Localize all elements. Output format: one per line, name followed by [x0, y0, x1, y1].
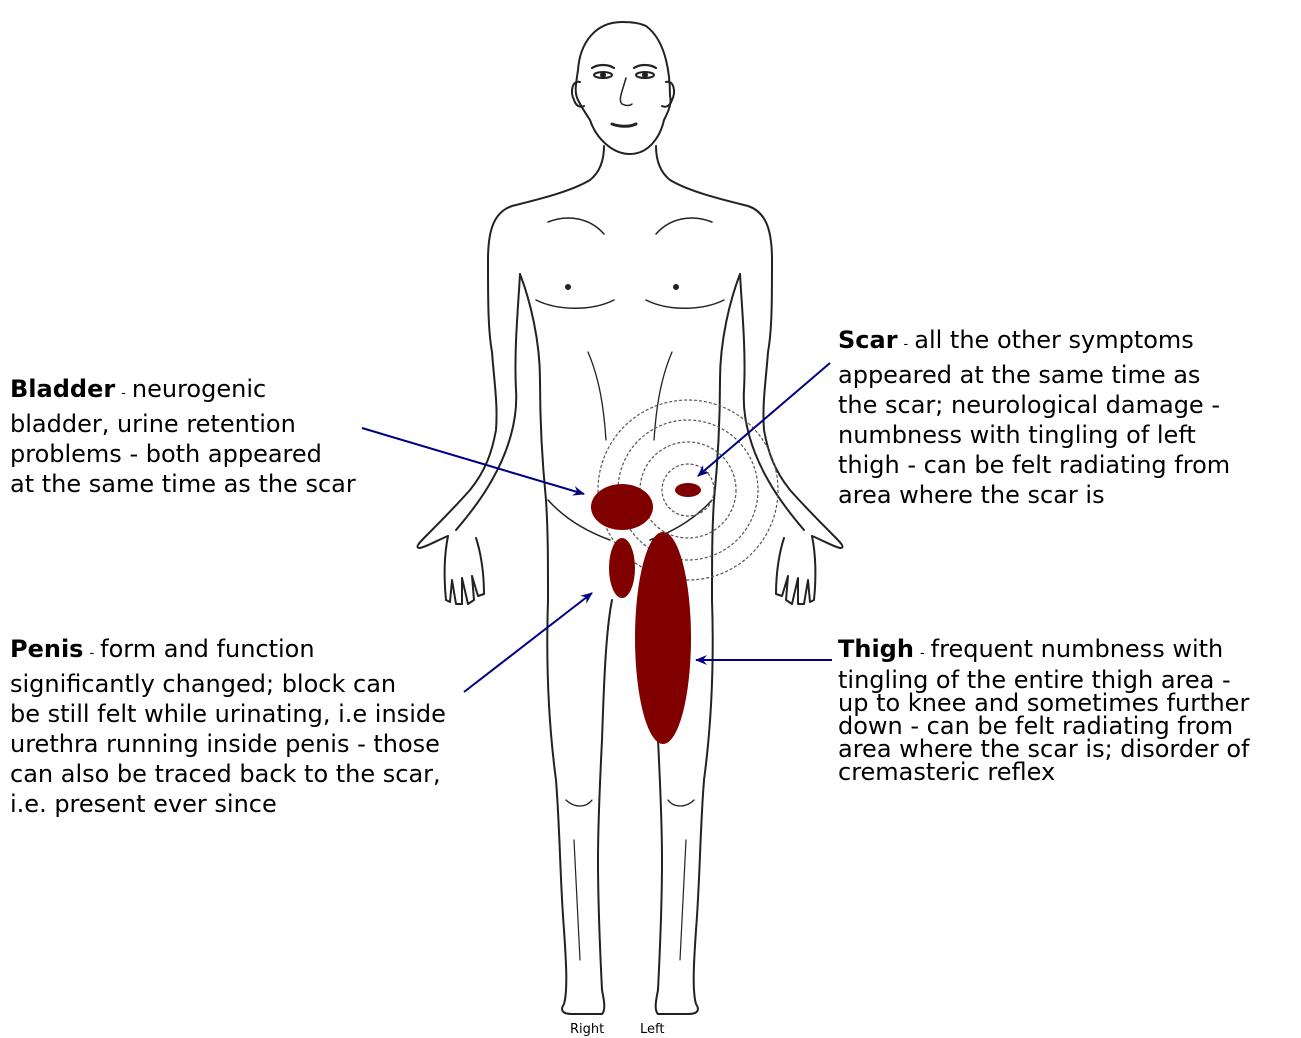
brow-right	[592, 65, 614, 68]
mouth	[612, 124, 636, 126]
bladder-marker	[591, 484, 653, 530]
collarbone-left	[656, 218, 712, 234]
penis-line: be still felt while urinating, i.e insid…	[10, 699, 446, 729]
shin-right	[574, 840, 580, 960]
pupil-right	[601, 73, 605, 77]
thigh-callout: Thigh-frequent numbness with tingling of…	[838, 634, 1249, 784]
pec-left	[646, 300, 724, 308]
penis-arrow	[464, 593, 592, 692]
thigh-dash: -	[920, 646, 925, 661]
bladder-line: bladder, urine retention	[10, 409, 356, 439]
scar-line: all the other symptoms	[914, 326, 1194, 354]
penis-line: form and function	[100, 635, 314, 663]
torso-side-right	[520, 274, 548, 600]
nipple-left	[674, 285, 678, 289]
collarbone-right	[548, 218, 604, 234]
hand-right	[445, 536, 484, 604]
side-label-right: Right	[570, 1022, 604, 1037]
hand-left	[776, 536, 815, 604]
shin-left	[680, 840, 686, 960]
scar-line: appeared at the same time as	[838, 360, 1230, 390]
penis-callout: Penis-form and function significantly ch…	[10, 634, 446, 819]
scar-title: Scar	[838, 326, 898, 354]
scar-callout: Scar-all the other symptoms appeared at …	[838, 325, 1230, 510]
bladder-line: at the same time as the scar	[10, 469, 356, 499]
penis-line: i.e. present ever since	[10, 789, 446, 819]
nose	[620, 78, 632, 106]
abdomen-line-right	[588, 352, 606, 440]
bladder-line: neurogenic	[132, 375, 266, 403]
scar-arrow	[698, 363, 830, 476]
ear-left	[662, 82, 674, 107]
bladder-dash: -	[121, 386, 126, 401]
knee-left	[668, 800, 694, 806]
scar-line: thigh - can be felt radiating from	[838, 450, 1230, 480]
thigh-line: frequent numbness with	[931, 635, 1224, 663]
penis-title: Penis	[10, 635, 83, 663]
penis-line: can also be traced back to the scar,	[10, 759, 446, 789]
penis-line: urethra running inside penis - those	[10, 729, 446, 759]
penis-line: significantly changed; block can	[10, 669, 446, 699]
side-label-left: Left	[640, 1022, 664, 1037]
torso-side-left	[712, 274, 740, 600]
scar-dash: -	[904, 337, 909, 352]
bladder-title: Bladder	[10, 375, 115, 403]
nipple-right	[566, 285, 570, 289]
penis-dash: -	[89, 646, 94, 661]
bladder-line: problems - both appeared	[10, 439, 356, 469]
knee-right	[566, 800, 592, 806]
symptom-markers	[591, 483, 701, 744]
bladder-arrow	[362, 428, 584, 494]
brow-left	[634, 65, 656, 68]
thigh-line: cremasteric reflex	[838, 761, 1249, 784]
ear-right	[572, 82, 584, 107]
pec-right	[536, 300, 614, 308]
bladder-callout: Bladder-neurogenic bladder, urine retent…	[10, 374, 356, 499]
scar-line: the scar; neurological damage -	[838, 390, 1230, 420]
penis-marker	[609, 538, 635, 598]
scar-line: area where the scar is	[838, 480, 1230, 510]
thigh-title: Thigh	[838, 635, 914, 663]
scar-line: numbness with tingling of left	[838, 420, 1230, 450]
pupil-left	[643, 73, 647, 77]
thigh-marker	[635, 532, 691, 744]
scar-marker	[675, 483, 701, 497]
